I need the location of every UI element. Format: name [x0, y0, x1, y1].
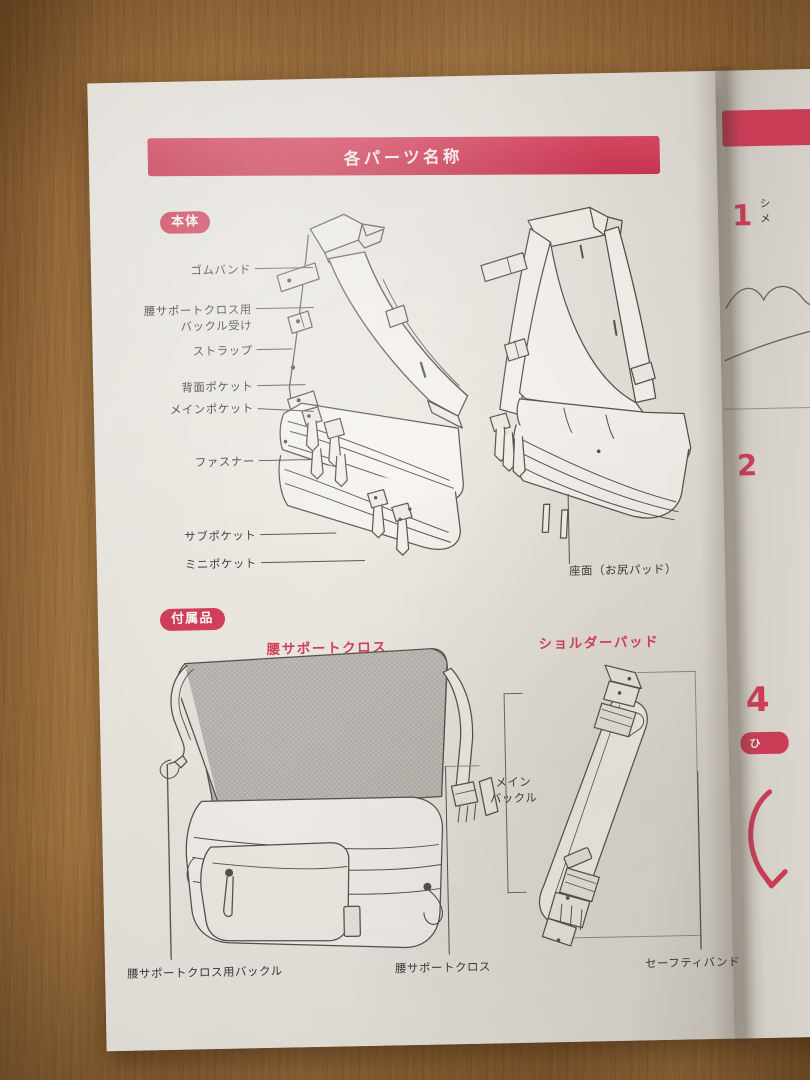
left-page: 各パーツ名称 本体 [87, 70, 740, 1052]
callout-main-pocket: メインポケット [169, 401, 254, 417]
right-page-pill-fragment: ひ [740, 731, 789, 755]
right-page: 1 シ メ 2 4 ひ [711, 67, 810, 1039]
right-page-divider [723, 405, 810, 410]
callout-waist-support-cross: 腰サポートクロス [394, 959, 492, 976]
section-banner: 各パーツ名称 [147, 136, 661, 177]
callout-safety-band: セーフティバンド [644, 954, 741, 971]
callout-strap: ストラップ [192, 343, 253, 359]
callout-sub-pocket: サブポケット [184, 528, 257, 544]
right-page-arrow-icon [748, 789, 788, 889]
callout-rubber-band: ゴムバンド [190, 262, 252, 278]
callout-waist-support-buckle: 腰サポートクロス用バックル [126, 963, 283, 981]
step-number-2: 2 [736, 448, 758, 483]
callout-mini-pocket: ミニポケット [184, 556, 258, 572]
subhead-shoulder-pad: ショルダーパッド [538, 634, 660, 653]
callout-waist-buckle-receiver-line2: バックル受け [180, 318, 253, 334]
right-page-sketch-fragment [724, 285, 810, 362]
callout-main-buckle-line2: バックル [489, 790, 538, 806]
illustration-bag-front-view [258, 203, 526, 588]
instruction-booklet: 1 シ メ 2 4 ひ 各パーツ名称 本体 [87, 66, 810, 1052]
illustration-shoulder-pad [519, 649, 725, 963]
step-1-text-fragment-2: メ [759, 212, 772, 225]
pill-label-accessories: 付属品 [159, 607, 225, 632]
callout-zipper: ファスナー [194, 454, 255, 470]
right-page-banner [721, 107, 810, 147]
pill-label-main-body: 本体 [159, 211, 211, 235]
banner-title: 各パーツ名称 [344, 146, 464, 169]
illustration-bag-back-view [472, 199, 730, 584]
callout-main-buckle: メイン [495, 774, 532, 790]
step-number-1: 1 [731, 198, 753, 233]
illustration-waist-support-cross [146, 635, 503, 972]
callout-back-pocket: 背面ポケット [181, 379, 254, 395]
callout-seat-pad: 座面（お尻パッド） [568, 561, 678, 578]
step-1-text-fragment: シ [759, 197, 771, 210]
step-number-4: 4 [745, 679, 770, 721]
